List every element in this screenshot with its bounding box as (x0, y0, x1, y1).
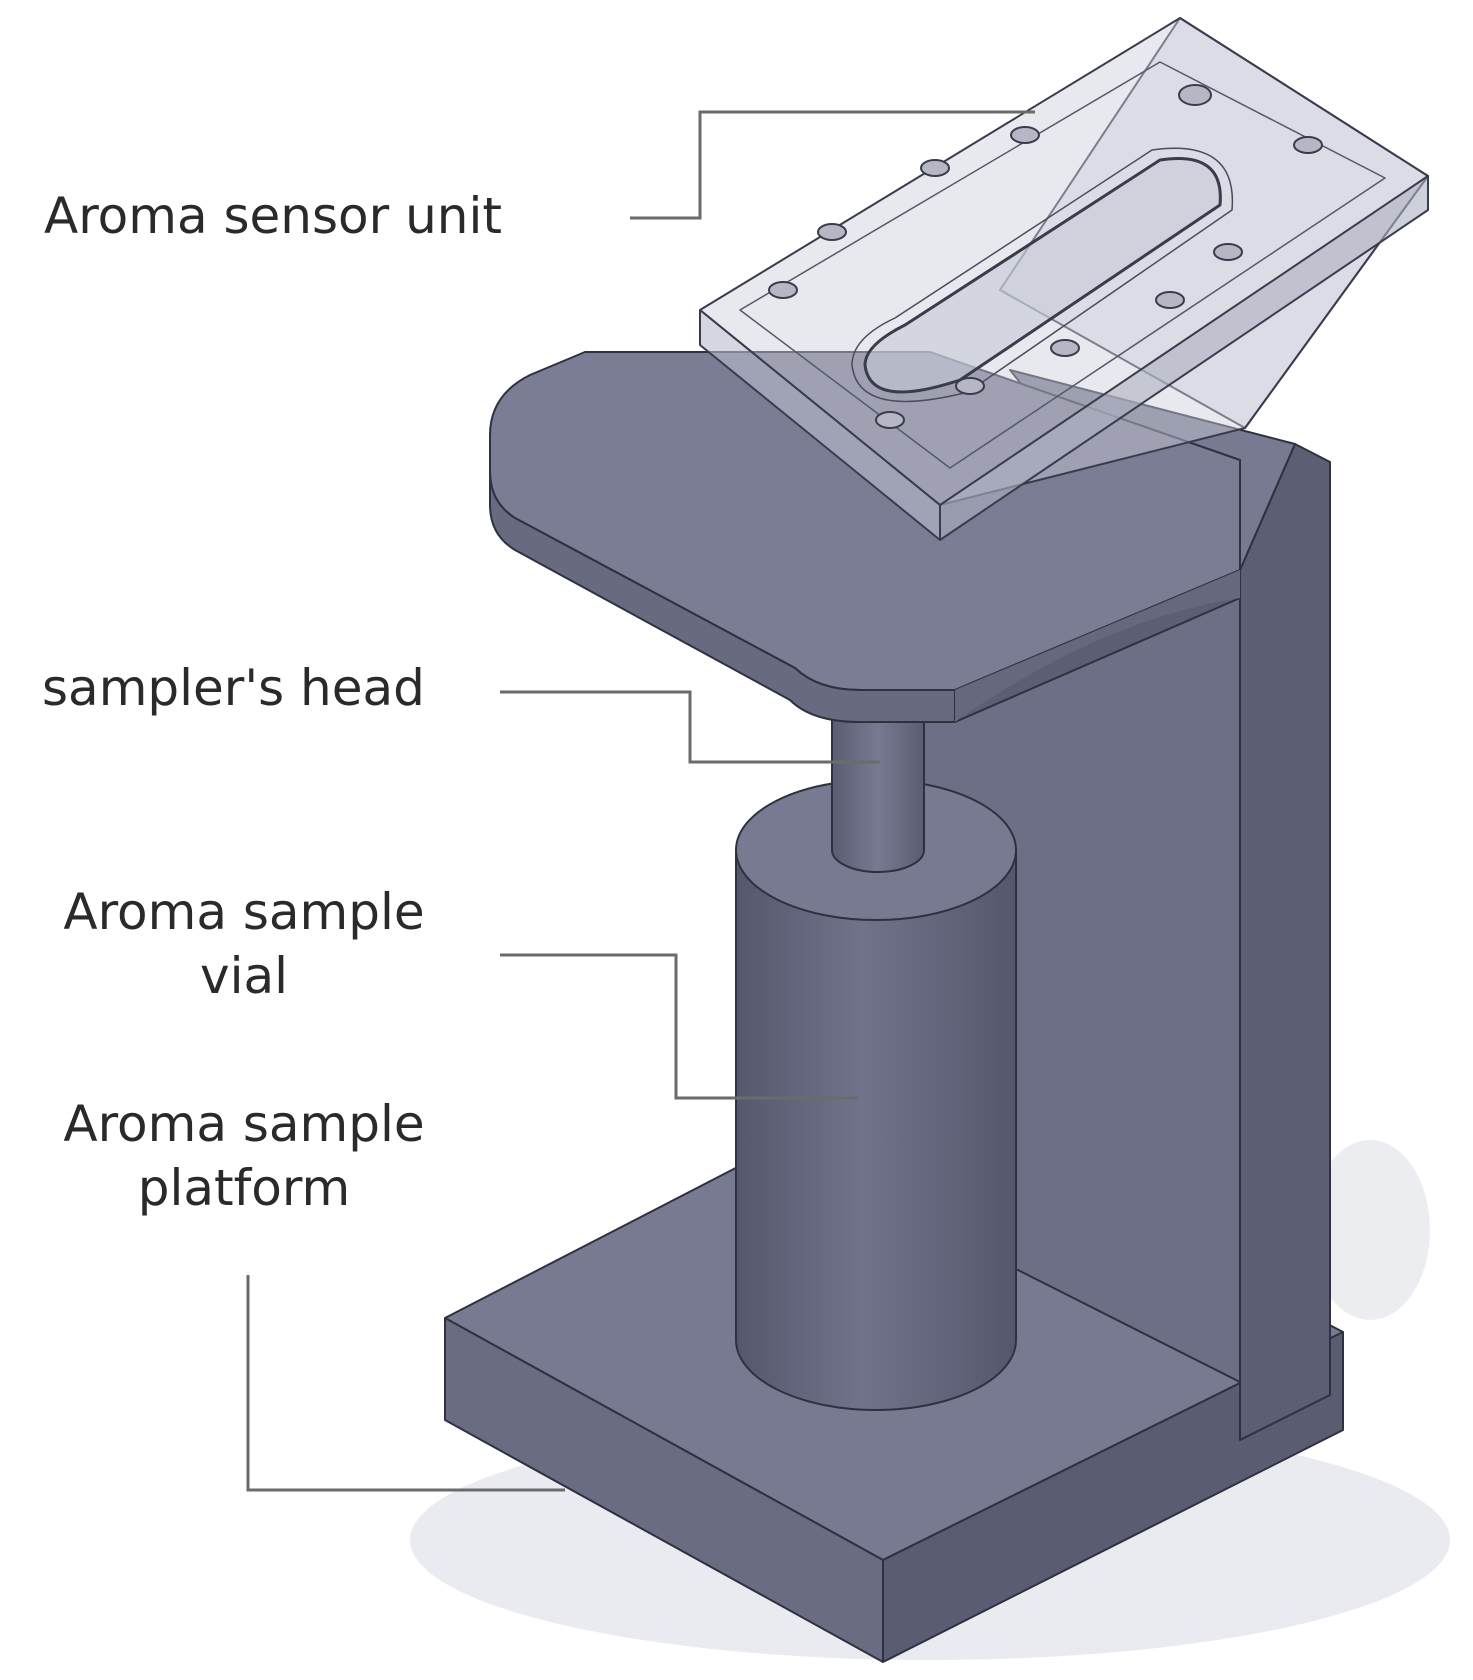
sensor-unit-screws (768, 84, 1323, 429)
label-aroma-sample-vial-line-2: vial (199, 947, 288, 1005)
label-aroma-sample-platform: Aroma sample platform (44, 1092, 444, 1220)
label-aroma-sensor-unit-text: Aroma sensor unit (44, 187, 502, 245)
leader-line-sensor-unit (630, 110, 1035, 220)
label-aroma-sample-platform-line-1: Aroma sample (63, 1095, 425, 1153)
label-aroma-sample-vial: Aroma sample vial (44, 880, 444, 1008)
sensor-unit-shape (699, 17, 1429, 541)
leader-line-samplers-head (500, 690, 880, 764)
leader-line-sample-platform (246, 1275, 565, 1492)
label-aroma-sample-vial-line-1: Aroma sample (63, 883, 425, 941)
leader-line-sample-vial (500, 953, 858, 1100)
label-aroma-sample-platform-line-2: platform (137, 1159, 351, 1217)
sample-vial-shape (735, 779, 1017, 1411)
samplers-head-shape (831, 687, 925, 873)
label-aroma-sensor-unit: Aroma sensor unit (44, 184, 502, 248)
label-samplers-head-text: sampler's head (42, 659, 425, 717)
label-samplers-head: sampler's head (42, 656, 425, 720)
leader-lines (246, 110, 1035, 1492)
